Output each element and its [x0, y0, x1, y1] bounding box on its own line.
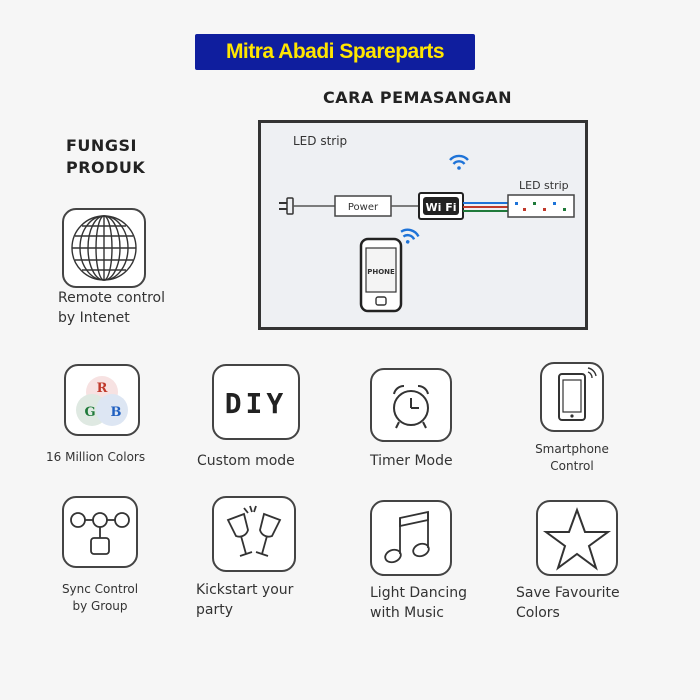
- led-strip: [507, 194, 575, 218]
- wiring-diagram: LED strip Power Wi Fi LED strip: [279, 134, 575, 313]
- product-functions-heading: FUNGSI PRODUK: [66, 135, 145, 179]
- feature-smartphone-control: [540, 362, 604, 432]
- smartphone-icon: [558, 367, 597, 421]
- feature-timer-mode: [370, 368, 452, 442]
- feature-kickstart-party: [212, 496, 296, 572]
- feature-kickstart-party-label: Kickstart your party: [196, 582, 294, 618]
- svg-text:G: G: [84, 405, 95, 420]
- rgb-icon: R G B: [76, 376, 128, 426]
- wifi-signal-icon: [449, 154, 469, 170]
- diagram-led-strip-label: LED strip: [293, 134, 347, 148]
- music-note-icon: [384, 510, 430, 564]
- feature-remote-control-label: Remote control by Intenet: [58, 290, 165, 326]
- diy-icon: DIY: [225, 387, 288, 420]
- feature-timer-mode-label: Timer Mode: [370, 453, 453, 469]
- brand-banner: Mitra Abadi Spareparts: [195, 34, 475, 70]
- feature-smartphone-control-label: Smartphone Control: [535, 442, 609, 473]
- heading-line-1: FUNGSI: [66, 136, 137, 155]
- feature-sync-control: [62, 496, 138, 568]
- alarm-clock-icon: [393, 384, 429, 429]
- wifi-label: Wi Fi: [425, 201, 456, 214]
- feature-save-favourite-label: Save Favourite Colors: [516, 585, 620, 621]
- svg-text:R: R: [97, 381, 108, 396]
- installation-diagram: LED strip Power Wi Fi LED strip: [258, 120, 588, 330]
- brand-text: Mitra Abadi Spareparts: [225, 40, 445, 63]
- globe-icon: [71, 215, 137, 281]
- feature-sync-control-label: Sync Control by Group: [61, 582, 139, 613]
- feature-light-dancing-label: Light Dancing with Music: [370, 585, 467, 621]
- wifi-signal-icon: [400, 228, 420, 244]
- feature-light-dancing: [370, 500, 452, 576]
- feature-custom-mode-label: Custom mode: [197, 453, 295, 469]
- power-label: Power: [348, 202, 379, 213]
- feature-16-million-colors: R G B: [64, 364, 140, 436]
- feature-16-million-colors-label: 16 Million Colors: [46, 450, 146, 464]
- svg-text:B: B: [111, 405, 122, 420]
- heading-line-2: PRODUK: [66, 158, 146, 177]
- feature-save-favourite: [536, 500, 618, 576]
- power-plug-icon: [279, 197, 335, 215]
- feature-remote-control: [62, 208, 146, 288]
- led-dots: [515, 202, 566, 211]
- installation-heading: CARA PEMASANGAN: [323, 88, 513, 107]
- sync-group-icon: [70, 512, 130, 555]
- phone-label: PHONE: [367, 268, 395, 276]
- star-icon: [542, 507, 612, 571]
- led-strip-right-label: LED strip: [519, 179, 569, 192]
- cheers-icon: [226, 505, 282, 557]
- svg-text:DIY: DIY: [225, 387, 288, 420]
- feature-custom-mode: DIY: [212, 364, 300, 440]
